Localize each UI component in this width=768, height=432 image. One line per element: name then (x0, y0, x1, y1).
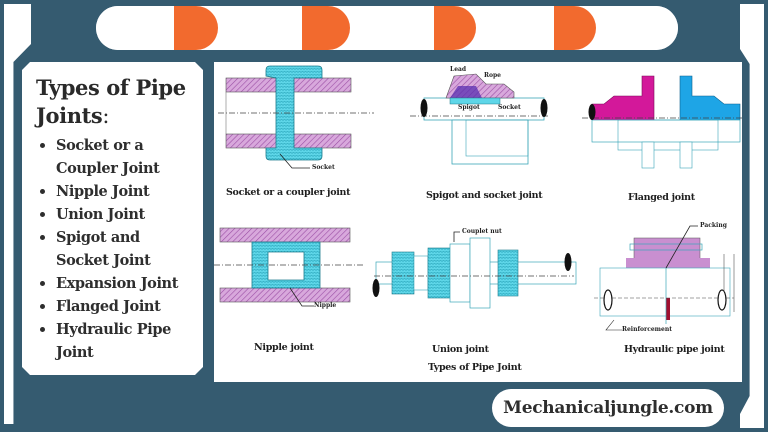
site-watermark-badge: Mechanicaljungle.com (492, 389, 724, 427)
label-lead: Lead (450, 66, 467, 73)
list-item-label: Socket or a Coupler Joint (56, 137, 160, 177)
label-rope: Rope (484, 72, 502, 79)
bullet-icon (40, 304, 45, 309)
stripe-orange (302, 6, 350, 50)
joint-types-card: Types of Pipe Joints: Socket or a Couple… (22, 62, 203, 375)
stripe-orange (434, 6, 476, 50)
label-packing: Packing (700, 222, 727, 229)
list-item-label: Spigot and Socket Joint (56, 229, 151, 269)
list-item: Hydraulic Pipe Joint (36, 318, 193, 364)
flanged-joint-diagram (582, 75, 742, 169)
bullet-icon (40, 281, 45, 286)
card-title: Types of Pipe Joints: (36, 74, 193, 130)
list-item-label: Expansion Joint (56, 275, 178, 292)
label-socket: Socket (312, 164, 335, 171)
caption-spigot-socket-joint: Spigot and socket joint (426, 190, 543, 201)
list-item-label: Nipple Joint (56, 183, 150, 200)
stripe-white (350, 6, 434, 50)
pipe-joints-illustration (214, 65, 742, 331)
list-item: Union Joint (36, 203, 193, 226)
stripe-white (596, 6, 678, 50)
bullet-icon (40, 189, 45, 194)
stripe-white (96, 6, 174, 50)
label-reinforcement: Reinforcement (622, 326, 672, 333)
label-couplet-nut: Couplet nut (462, 228, 502, 235)
list-item: Socket or a Coupler Joint (36, 134, 193, 180)
figure-title: Types of Pipe Joint (428, 362, 522, 373)
list-item: Spigot and Socket Joint (36, 226, 193, 272)
list-item-label: Union Joint (56, 206, 145, 223)
bullet-icon (40, 327, 45, 332)
nipple-joint-diagram (214, 227, 364, 307)
stripe-white (476, 6, 554, 50)
caption-flanged-joint: Flanged joint (628, 192, 695, 203)
caption-union-joint: Union joint (432, 344, 489, 355)
list-item-label: Flanged Joint (56, 298, 161, 315)
union-joint-diagram (372, 231, 577, 309)
caption-hydraulic-joint: Hydraulic pipe joint (624, 344, 725, 355)
socket-joint-diagram (218, 65, 374, 169)
bullet-icon (40, 143, 45, 148)
hydraulic-joint-diagram (594, 225, 735, 331)
stripe-orange (174, 6, 218, 50)
joint-types-list: Socket or a Coupler Joint Nipple Joint U… (36, 134, 193, 364)
site-name: Mechanicaljungle.com (503, 398, 713, 418)
header-stripe-banner (96, 6, 678, 50)
label-spigot: Spigot (458, 104, 480, 111)
spigot-socket-joint-diagram (410, 73, 550, 165)
label-socket-spigot: Socket (498, 104, 521, 111)
card-title-colon: : (102, 104, 109, 128)
stripe-orange (554, 6, 596, 50)
list-item: Nipple Joint (36, 180, 193, 203)
caption-socket-joint: Socket or a coupler joint (226, 187, 351, 198)
bullet-icon (40, 212, 45, 217)
right-frame-decoration (740, 4, 764, 428)
card-title-text: Types of Pipe Joints (36, 75, 186, 128)
caption-nipple-joint: Nipple joint (254, 342, 314, 353)
list-item-label: Hydraulic Pipe Joint (56, 321, 171, 361)
pipe-joint-diagram-panel: Socket or a coupler joint Socket Spigot … (214, 62, 742, 382)
label-nipple: Nipple (314, 302, 337, 309)
list-item: Flanged Joint (36, 295, 193, 318)
list-item: Expansion Joint (36, 272, 193, 295)
bullet-icon (40, 235, 45, 240)
stripe-white (218, 6, 302, 50)
